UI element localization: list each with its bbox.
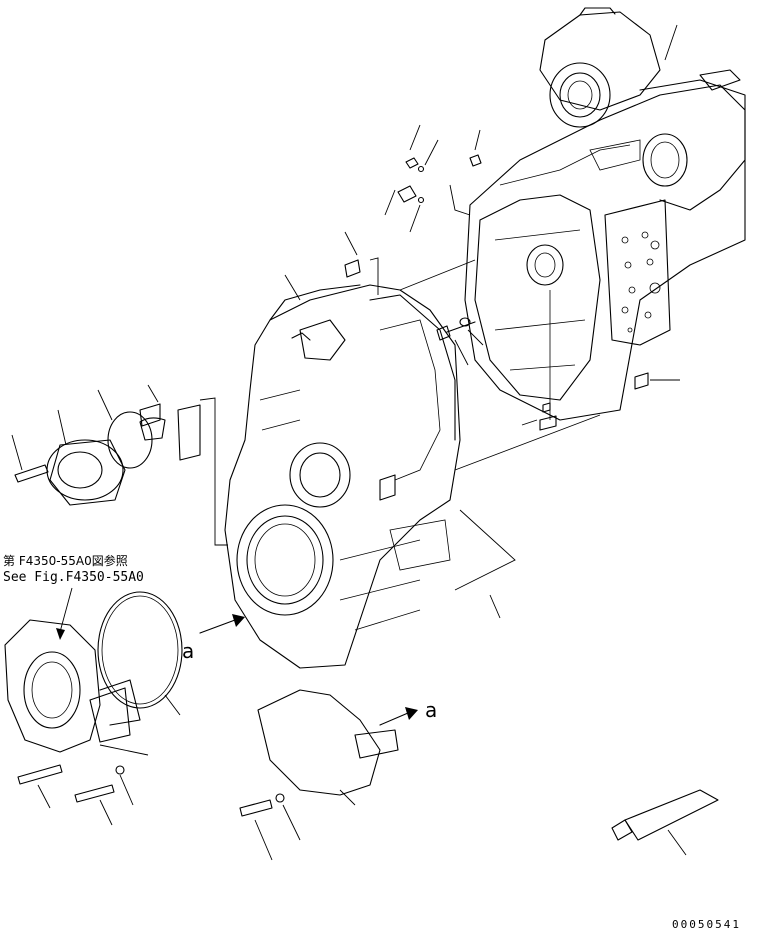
arrow-label-right: a xyxy=(425,698,437,722)
small-fittings xyxy=(344,154,649,431)
reference-note-en: See Fig.F4350-55A0 xyxy=(3,570,144,585)
arrow-label-left: a xyxy=(182,639,194,663)
lower-cover xyxy=(239,689,399,817)
drawing-code: 00050541 xyxy=(672,918,741,931)
front-cover xyxy=(4,591,183,803)
alignment-lines xyxy=(399,259,601,471)
rear-transmission-housing xyxy=(464,7,746,421)
arrow-a-right: a xyxy=(379,698,437,726)
sealant-tube xyxy=(611,789,719,841)
transmission-case xyxy=(224,284,461,669)
callout-leaders xyxy=(11,24,687,861)
arrow-a-left: a xyxy=(182,614,245,663)
reference-note: 第 F4350-55A0図参照 See Fig.F4350-55A0 xyxy=(3,553,144,640)
reference-note-jp: 第 F4350-55A0図参照 xyxy=(3,553,128,568)
retainer-assembly xyxy=(14,397,228,546)
